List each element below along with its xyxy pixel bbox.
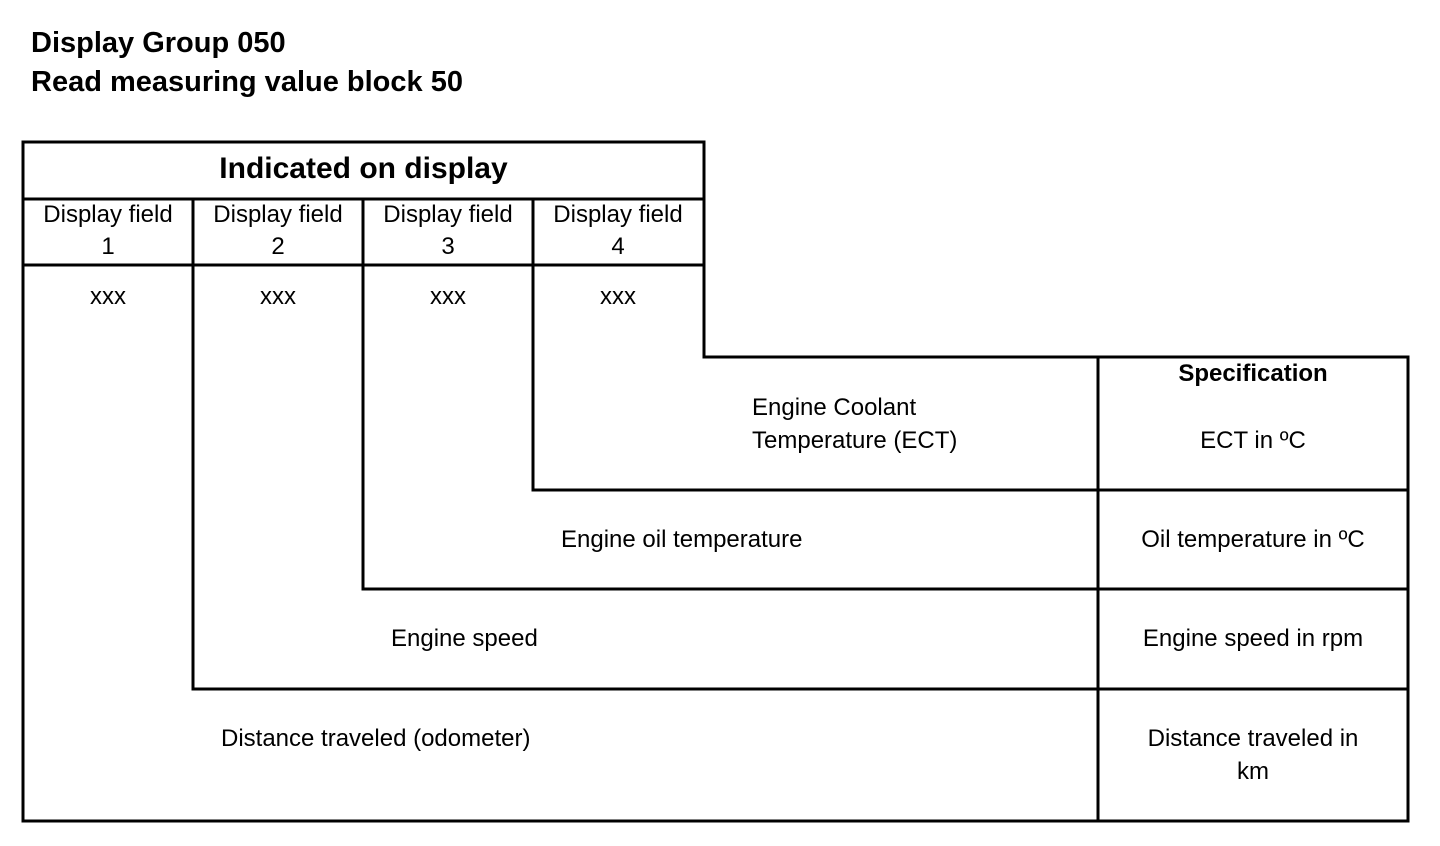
indicated-on-display-header: Indicated on display: [219, 152, 508, 185]
ect-description-line1: Engine Coolant: [752, 394, 917, 421]
display-field-1-header: Display field 1: [23, 199, 193, 263]
distance-spec: Distance traveled in km: [1098, 722, 1408, 788]
engine-speed-spec: Engine speed in rpm: [1142, 625, 1364, 652]
ect-description-line2: Temperature (ECT): [752, 427, 958, 454]
oil-temp-spec: Oil temperature in ºC: [1141, 526, 1365, 553]
display-field-2-header: Display field 2: [193, 199, 363, 263]
display-field-4-header: Display field 4: [533, 199, 703, 263]
field-number: 3: [441, 233, 455, 260]
outer-outline: [21, 140, 1410, 823]
ect-spec: ECT in ºC: [1200, 427, 1306, 454]
ect-description: Engine Coolant Temperature (ECT): [752, 391, 957, 457]
page-title: Display Group 050: [31, 27, 286, 59]
engine-speed-description: Engine speed: [391, 625, 538, 652]
field-label: Display field: [213, 201, 343, 228]
field-label: Display field: [43, 201, 173, 228]
field-label: Display field: [383, 201, 513, 228]
distance-spec-line2: km: [1237, 758, 1269, 785]
display-field-2-value: xxx: [260, 283, 296, 310]
field-number: 2: [271, 233, 285, 260]
field-number: 1: [101, 233, 115, 260]
distance-description: Distance traveled (odometer): [221, 725, 531, 752]
field-label: Display field: [553, 201, 683, 228]
display-field-1-value: xxx: [90, 283, 126, 310]
display-field-3-value: xxx: [430, 283, 466, 310]
specification-header: Specification: [1178, 360, 1328, 387]
distance-spec-line1: Distance traveled in: [1147, 725, 1359, 752]
display-field-4-value: xxx: [600, 283, 636, 310]
display-field-3-header: Display field 3: [363, 199, 533, 263]
page-subtitle: Read measuring value block 50: [31, 66, 463, 98]
oil-temp-description: Engine oil temperature: [561, 526, 803, 553]
field-number: 4: [611, 233, 625, 260]
